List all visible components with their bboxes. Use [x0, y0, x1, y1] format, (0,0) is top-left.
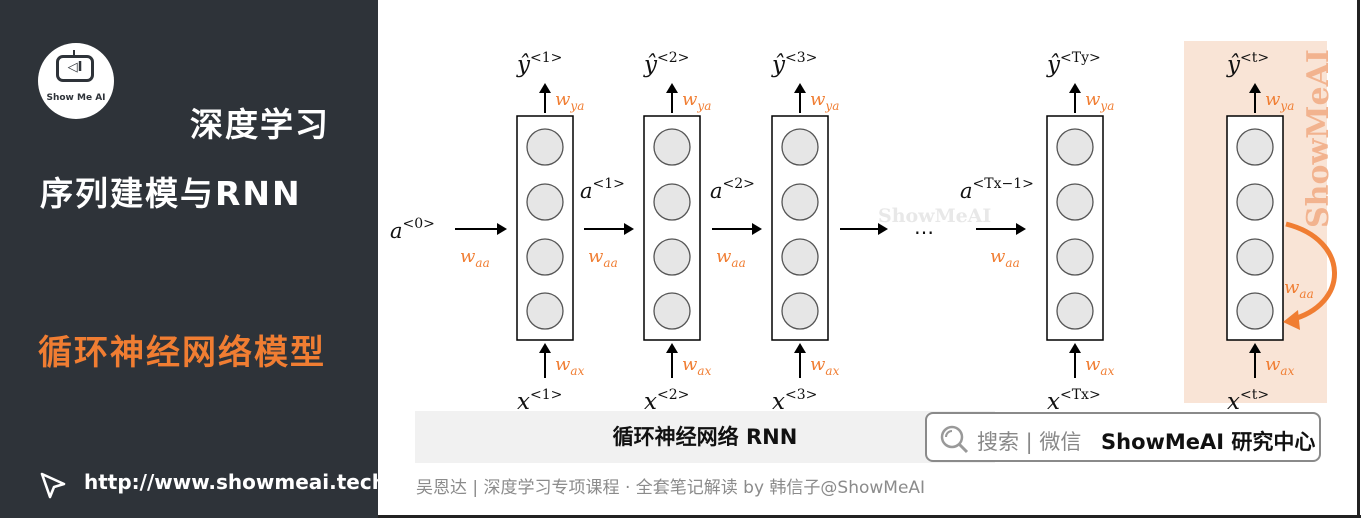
robot-icon: ◁I	[56, 50, 94, 82]
input-arrow-3-head	[794, 343, 806, 353]
hidden-unit-node	[1056, 238, 1094, 276]
hidden-unit-node	[1056, 183, 1094, 221]
hidden-unit-node	[653, 128, 691, 166]
recurrent-weight-label-2: waa	[716, 246, 746, 270]
input-label-1: x<1>	[517, 387, 562, 410]
activation-label-3: a<Tx−1>	[960, 176, 1034, 203]
search-icon	[940, 425, 969, 454]
input-arrow-4-head	[1069, 343, 1081, 353]
input-weight-label-3: wax	[810, 354, 840, 378]
activation-label-0: a<0>	[390, 216, 435, 243]
input-arrow-5-head	[1249, 343, 1261, 353]
output-arrow-2-head	[666, 83, 678, 93]
hidden-unit-node	[526, 238, 564, 276]
hidden-unit-node	[781, 128, 819, 166]
output-weight-label-5: wya	[1265, 89, 1294, 113]
sidebar: ◁I Show Me AI 深度学习 序列建模与RNN 循环神经网络模型 htt…	[0, 0, 393, 518]
frame-border-right	[1357, 0, 1360, 518]
output-arrow-1-head	[539, 83, 551, 93]
input-weight-label-4: wax	[1085, 354, 1115, 378]
credit-line: 吴恩达 | 深度学习专项课程 · 全套笔记解读 by 韩信子@ShowMeAI	[416, 478, 926, 498]
hidden-unit-node	[1056, 292, 1094, 330]
search-label: 搜索 | 微信	[977, 430, 1082, 454]
input-label-4: x<Tx>	[1047, 387, 1101, 410]
hidden-unit-node	[653, 238, 691, 276]
output-label-5: ŷ<t>	[1226, 50, 1269, 78]
chapter-title: 序列建模与RNN	[40, 174, 302, 213]
output-arrow-3-head	[794, 83, 806, 93]
activation-label-2: a<2>	[710, 176, 755, 203]
website-link[interactable]: http://www.showmeai.tech/	[84, 470, 394, 494]
output-label-4: ŷ<Ty>	[1046, 50, 1101, 78]
output-label-1: ŷ<1>	[516, 50, 562, 78]
diagram-caption: 循环神经网络 RNN	[612, 425, 798, 449]
course-title: 深度学习	[190, 105, 330, 144]
output-arrow-5-head	[1249, 83, 1261, 93]
hidden-unit-node	[653, 183, 691, 221]
input-label-3: x<3>	[772, 387, 817, 410]
search-brand: ShowMeAI 研究中心	[1101, 430, 1316, 454]
output-label-3: ŷ<3>	[771, 50, 817, 78]
cursor-icon	[40, 472, 66, 499]
rnn-diagram: ShowMeAI ShowMeAI ŷ<1> x<1> wya wax ŷ<2> x<2> wy…	[390, 41, 1337, 410]
frame-border-bottom	[378, 515, 1361, 518]
caption-bar	[415, 411, 995, 463]
logo-text: Show Me AI	[46, 93, 106, 103]
recurrent-weight-label-1: waa	[588, 246, 618, 270]
hidden-unit-node	[1056, 128, 1094, 166]
activation-arrow-gap-head	[878, 223, 888, 235]
recurrent-weight-label-0: waa	[460, 246, 490, 270]
hidden-unit-node	[1236, 183, 1274, 221]
hidden-unit-node	[1236, 292, 1274, 330]
hidden-unit-node	[526, 128, 564, 166]
loop-weight-label: waa	[1284, 277, 1314, 301]
ellipsis-label: …	[914, 215, 934, 239]
output-weight-label-4: wya	[1085, 89, 1114, 113]
recurrent-loop-arrow	[1285, 221, 1337, 323]
activation-arrow-3-head	[1016, 223, 1026, 235]
hidden-unit-node	[653, 292, 691, 330]
input-arrow-1-head	[539, 343, 551, 353]
output-label-2: ŷ<2>	[643, 50, 689, 78]
output-arrow-4-head	[1069, 83, 1081, 93]
hidden-unit-node	[526, 183, 564, 221]
output-weight-label-1: wya	[555, 89, 584, 113]
vertical-watermark-text: ShowMeAI	[1301, 49, 1336, 228]
hidden-unit-node	[526, 292, 564, 330]
output-weight-label-2: wya	[682, 89, 711, 113]
section-title: 循环神经网络模型	[38, 333, 326, 373]
input-weight-label-5: wax	[1265, 354, 1295, 378]
showmeai-logo: ◁I Show Me AI	[38, 43, 114, 119]
hidden-unit-node	[781, 292, 819, 330]
recurrent-loop-arrow-head	[1283, 310, 1300, 330]
input-weight-label-2: wax	[682, 354, 712, 378]
hidden-unit-node	[1236, 128, 1274, 166]
activation-arrow-1-head	[624, 223, 634, 235]
activation-label-1: a<1>	[580, 176, 625, 203]
input-label-5: x<t>	[1227, 387, 1269, 410]
recurrent-weight-label-3: waa	[990, 246, 1020, 270]
activation-arrow-0-head	[497, 223, 507, 235]
hidden-unit-node	[781, 183, 819, 221]
wechat-search-box[interactable]: 搜索 | 微信 ShowMeAI 研究中心	[925, 412, 1321, 462]
input-label-2: x<2>	[644, 387, 689, 410]
input-arrow-2-head	[666, 343, 678, 353]
hidden-unit-node	[781, 238, 819, 276]
activation-arrow-2-head	[752, 223, 762, 235]
hidden-unit-node	[1236, 238, 1274, 276]
watermark-text: ShowMeAI	[878, 205, 991, 227]
input-weight-label-1: wax	[555, 354, 585, 378]
output-weight-label-3: wya	[810, 89, 839, 113]
